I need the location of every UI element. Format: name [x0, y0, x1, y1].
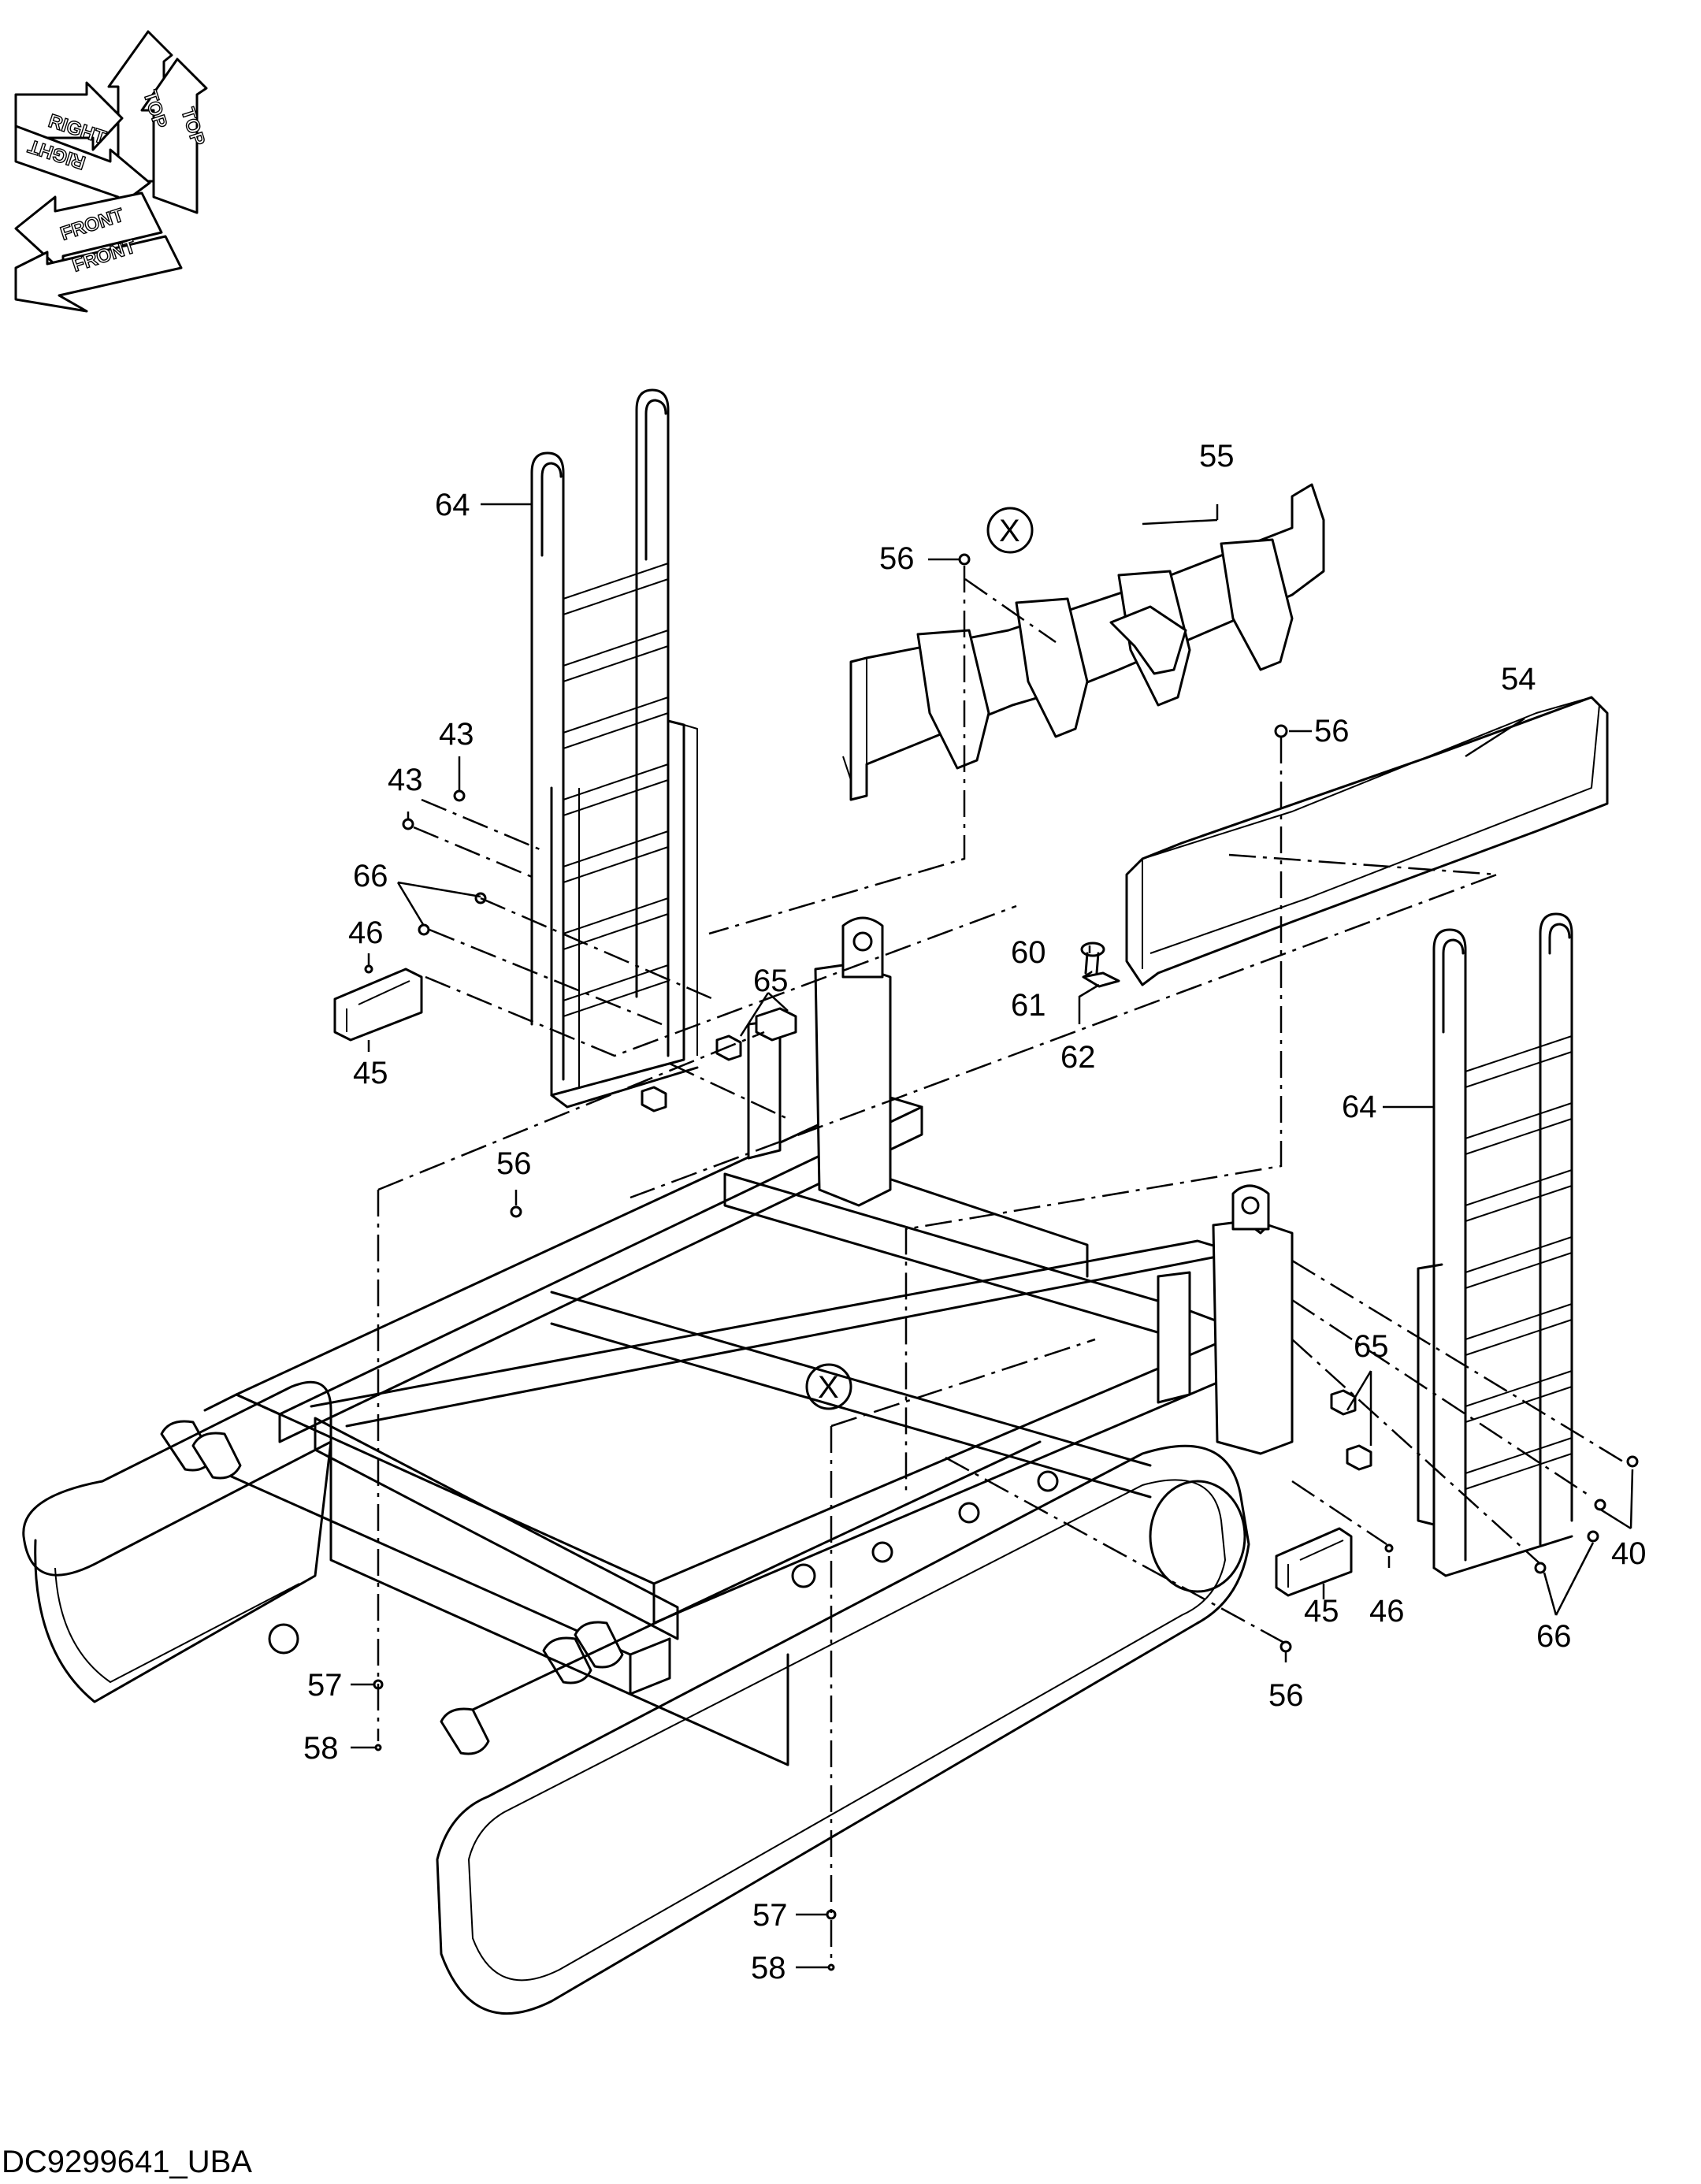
callout-leaders — [351, 503, 1634, 1969]
callout-labels: 64 55 56 X 54 56 43 43 66 46 65 45 60 61… — [303, 439, 1647, 1985]
section-marker-x-bottom: X — [805, 1363, 852, 1410]
callout-65-left: 65 — [753, 964, 789, 998]
callout-64-left: 64 — [435, 488, 470, 522]
callout-46-left: 46 — [348, 916, 384, 950]
ladder-left-rungs — [563, 563, 669, 1017]
callout-56-bottom: 56 — [1268, 1678, 1304, 1713]
callout-65-right: 65 — [1354, 1329, 1389, 1364]
callout-45-left: 45 — [353, 1056, 388, 1090]
callout-54: 54 — [1501, 662, 1536, 696]
section-marker-x-top: X — [986, 507, 1034, 554]
callout-64-right: 64 — [1342, 1090, 1377, 1124]
callout-43-lower: 43 — [388, 763, 423, 797]
section-x-top-label: X — [999, 514, 1020, 548]
callout-66-left: 66 — [353, 859, 388, 893]
pads-65-left — [641, 1007, 797, 1112]
callout-40: 40 — [1611, 1536, 1647, 1571]
step-45-right — [1275, 1527, 1353, 1597]
callout-46-right: 46 — [1369, 1594, 1405, 1629]
fastener-60-61 — [1080, 942, 1120, 988]
callout-57-left: 57 — [307, 1668, 343, 1703]
callout-66-right: 66 — [1536, 1619, 1572, 1654]
lower-frame — [160, 916, 1294, 1755]
side-cover-54 — [1125, 696, 1609, 986]
assembly-centerlines — [377, 566, 1624, 1962]
bolts — [364, 553, 1639, 1971]
callout-56-top-right: 56 — [1314, 714, 1350, 748]
ladder-right-rungs — [1465, 1035, 1573, 1490]
section-x-bottom-label: X — [818, 1370, 839, 1405]
callout-56-top-left: 56 — [879, 541, 915, 576]
callout-55: 55 — [1199, 439, 1235, 474]
crawler-tracks — [22, 1380, 1250, 2015]
orientation-compass: TOP TOP RIGHT RIGHT FRONT FRONT — [14, 30, 210, 313]
callout-58-right: 58 — [751, 1951, 786, 1985]
callout-57-right: 57 — [752, 1898, 788, 1933]
callout-45-right: 45 — [1304, 1594, 1339, 1629]
callout-61: 61 — [1011, 988, 1046, 1023]
callout-43-upper: 43 — [439, 717, 474, 752]
ladder-left — [530, 388, 699, 1109]
ladder-right — [1417, 912, 1573, 1577]
side-cover-55 — [842, 483, 1325, 801]
callout-62: 62 — [1060, 1040, 1096, 1075]
callout-56-frame: 56 — [496, 1146, 532, 1181]
cover-55-gussets — [916, 538, 1294, 770]
document-code: DC9299641_UBA — [2, 2145, 252, 2179]
callout-58-left: 58 — [303, 1731, 339, 1766]
callout-60: 60 — [1011, 935, 1046, 970]
step-45-left — [333, 968, 423, 1042]
